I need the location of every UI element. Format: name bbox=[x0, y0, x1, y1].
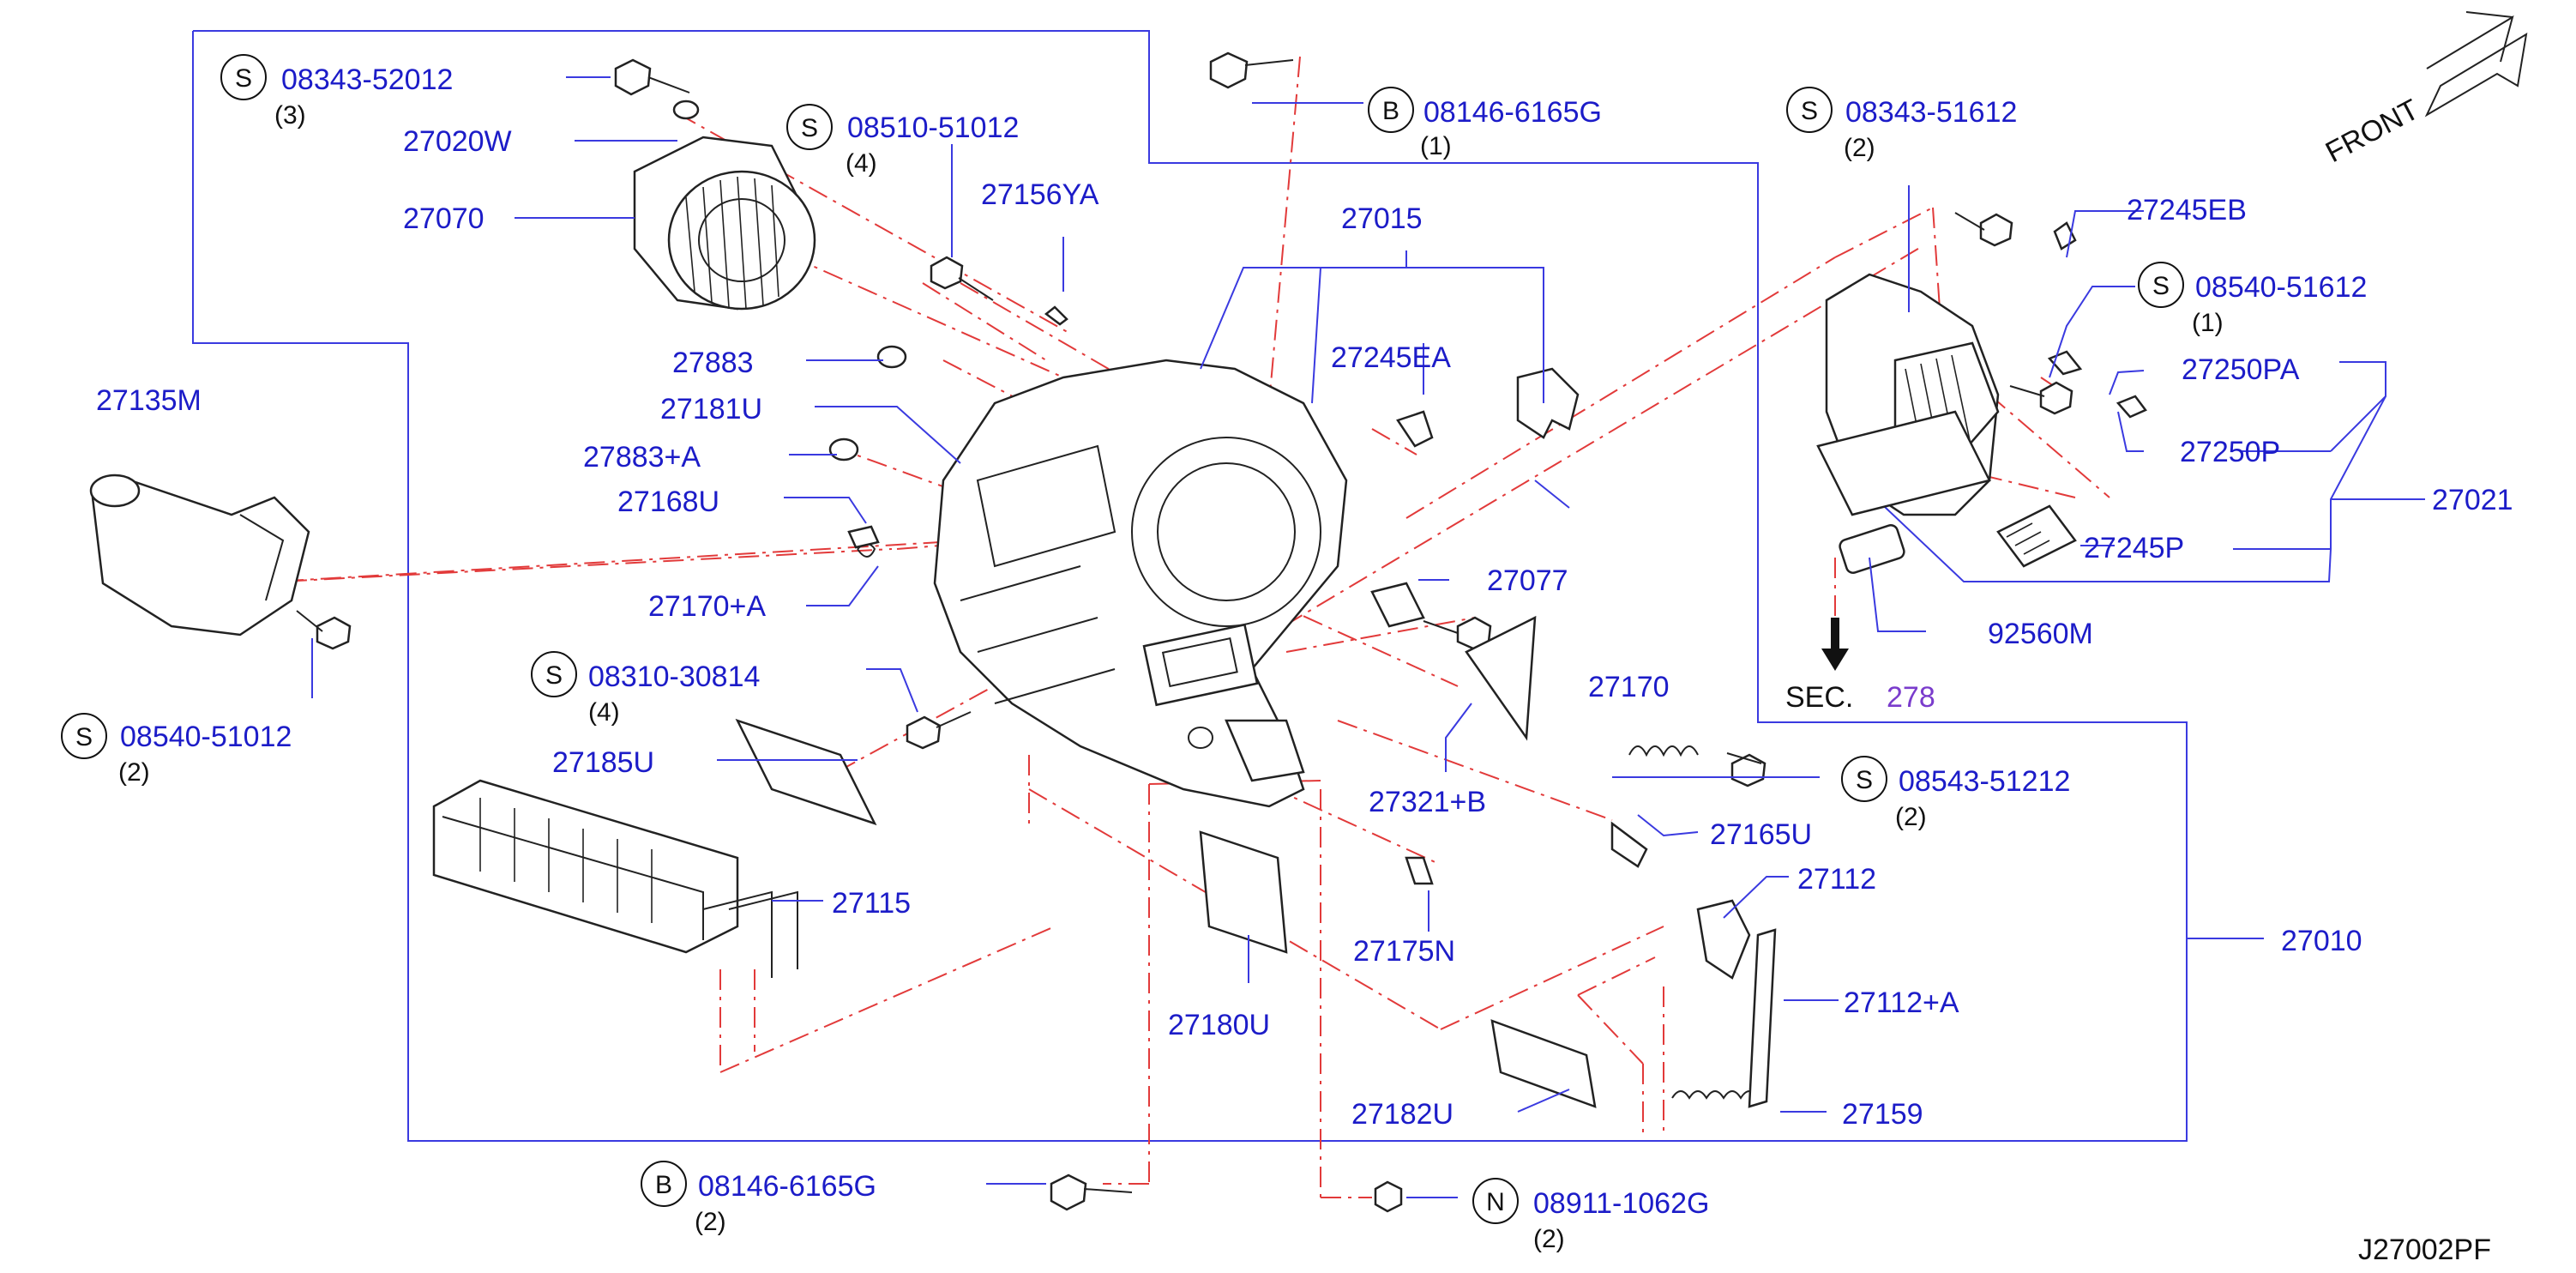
group-outline-27010 bbox=[192, 30, 2188, 1142]
part-label: 27115 bbox=[832, 887, 911, 920]
part-label: 27015 bbox=[1341, 202, 1423, 235]
fastener-prefix: S bbox=[801, 114, 818, 142]
fastener-part-number: 08543-51212 bbox=[1899, 765, 2070, 798]
fastener-callout: S 08540-51612 (1) bbox=[2138, 262, 2367, 337]
fastener-callout: S 08543-51212 (2) bbox=[1841, 756, 2070, 831]
fastener-part-number: 08343-52012 bbox=[281, 63, 453, 96]
part-label: 27250PA bbox=[2182, 353, 2300, 386]
fastener-part-number: 08911-1062G bbox=[1533, 1187, 1709, 1220]
sec-prefix: SEC. bbox=[1785, 681, 1853, 714]
part-label: 27021 bbox=[2432, 484, 2513, 516]
fastener-part-number: 08343-51612 bbox=[1845, 96, 2017, 129]
part-label: 27170+A bbox=[648, 590, 766, 623]
part-label: 27170 bbox=[1588, 671, 1670, 703]
part-labels: 27020W 27070 27156YA 27015 27883 27245EA… bbox=[96, 125, 2513, 1131]
part-label: 27245EB bbox=[2127, 194, 2247, 226]
group-outline-27021 bbox=[1869, 361, 2425, 582]
small-parts-drawings bbox=[735, 221, 2147, 1108]
part-label: 27321+B bbox=[1369, 786, 1486, 818]
fastener-prefix: S bbox=[2152, 272, 2170, 300]
part-label: 27112+A bbox=[1844, 986, 1959, 1019]
sec-reference: SEC. 278 bbox=[1785, 681, 1935, 714]
fastener-qty: (4) bbox=[588, 698, 620, 727]
fastener-part-number: 08510-51012 bbox=[847, 112, 1019, 144]
part-label: 27020W bbox=[403, 125, 512, 158]
part-label: 27077 bbox=[1487, 564, 1568, 597]
fastener-part-number: 08146-6165G bbox=[1423, 96, 1602, 129]
part-label: 27250P bbox=[2180, 436, 2280, 468]
fastener-qty: (3) bbox=[274, 101, 306, 130]
part-label: 27159 bbox=[1842, 1098, 1923, 1131]
part-label: 27175N bbox=[1353, 935, 1455, 968]
heater-case-drawing bbox=[933, 359, 1348, 808]
part-label: 27245P bbox=[2084, 532, 2184, 564]
part-label: 27181U bbox=[660, 393, 762, 425]
part-label: 27180U bbox=[1168, 1009, 1270, 1041]
sec-number: 278 bbox=[1887, 681, 1935, 714]
fastener-qty: (4) bbox=[846, 149, 877, 178]
fastener-prefix: B bbox=[655, 1171, 672, 1199]
fastener-prefix: S bbox=[75, 723, 93, 751]
intake-unit-drawing bbox=[1816, 273, 2077, 575]
fastener-qty: (2) bbox=[695, 1208, 726, 1236]
fastener-qty: (2) bbox=[1844, 134, 1875, 162]
heater-core-drawing bbox=[432, 779, 798, 978]
fastener-part-number: 08540-51012 bbox=[120, 721, 292, 753]
part-label: 27245EA bbox=[1331, 341, 1451, 374]
part-label: 27112 bbox=[1797, 863, 1876, 896]
blower-motor-drawing bbox=[633, 136, 816, 311]
intake-duct-drawing bbox=[89, 474, 310, 636]
part-label: 27182U bbox=[1351, 1098, 1454, 1131]
fastener-callout: S 08540-51012 (2) bbox=[61, 713, 292, 787]
fastener-part-number: 08146-6165G bbox=[698, 1170, 876, 1203]
front-label: FRONT bbox=[2320, 94, 2424, 170]
fastener-callout: N 08911-1062G (2) bbox=[1472, 1178, 1709, 1253]
fastener-callout: B 08146-6165G (2) bbox=[641, 1161, 876, 1236]
part-label: 27156YA bbox=[981, 178, 1099, 211]
fastener-callout: S 08310-30814 (4) bbox=[531, 651, 760, 727]
fastener-callout: S 08343-51612 (2) bbox=[1786, 87, 2017, 162]
part-label: 27010 bbox=[2281, 925, 2362, 957]
fastener-qty: (2) bbox=[118, 758, 150, 787]
fastener-prefix: S bbox=[1856, 766, 1873, 794]
fastener-qty: (2) bbox=[1533, 1225, 1565, 1253]
sec-arrow-icon bbox=[1821, 618, 1849, 671]
fastener-prefix: B bbox=[1382, 97, 1399, 125]
fastener-qty: (2) bbox=[1895, 803, 1927, 831]
diagram-id: J27002PF bbox=[2358, 1234, 2491, 1266]
part-label: 27165U bbox=[1710, 818, 1812, 851]
part-label: 27168U bbox=[617, 486, 719, 518]
fastener-qty: (1) bbox=[1420, 132, 1452, 160]
fastener-part-number: 08310-30814 bbox=[588, 661, 760, 693]
fastener-part-number: 08540-51612 bbox=[2195, 271, 2367, 304]
part-label: 27135M bbox=[96, 384, 202, 417]
fastener-prefix: S bbox=[1801, 97, 1818, 125]
fastener-callout: S 08343-52012 (3) bbox=[220, 54, 453, 130]
bolt-drawings bbox=[296, 51, 2073, 1213]
fastener-prefix: N bbox=[1486, 1188, 1505, 1216]
part-label: 27070 bbox=[403, 202, 485, 235]
fastener-prefix: S bbox=[235, 64, 252, 93]
front-arrow-icon bbox=[2424, 11, 2528, 118]
fastener-callout: S 08510-51012 (4) bbox=[786, 104, 1019, 178]
fastener-callout: B 08146-6165G (1) bbox=[1368, 87, 1602, 160]
part-label: 92560M bbox=[1988, 618, 2093, 650]
part-label: 27883+A bbox=[583, 441, 701, 474]
fastener-qty: (1) bbox=[2192, 309, 2224, 337]
leader-lines bbox=[311, 76, 2264, 1198]
part-label: 27185U bbox=[552, 746, 654, 779]
fastener-prefix: S bbox=[545, 661, 563, 690]
part-label: 27883 bbox=[672, 347, 754, 379]
